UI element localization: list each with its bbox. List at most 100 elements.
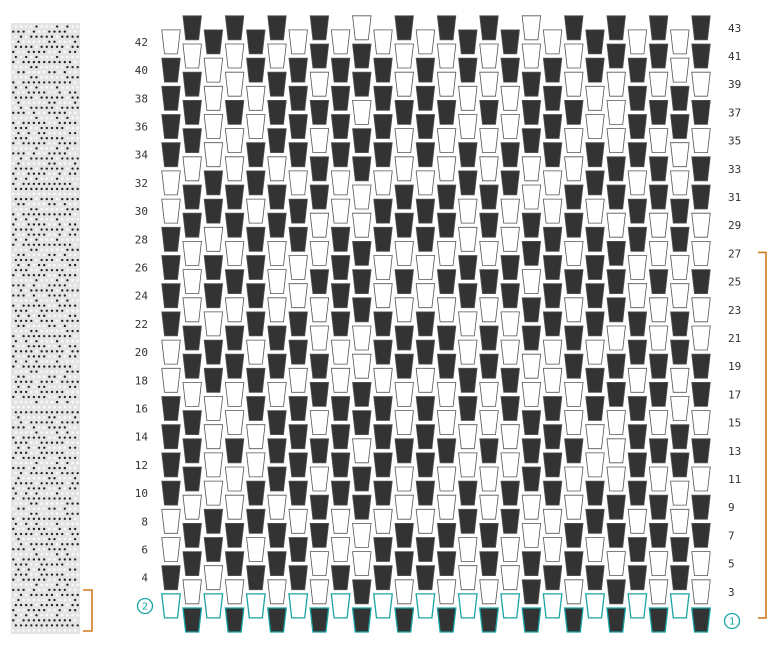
bead-row-36-col-25[interactable] xyxy=(670,114,690,139)
bead-row-11-col-14[interactable] xyxy=(436,466,457,492)
bead-row-19-col-4[interactable] xyxy=(224,353,245,379)
bead-row-13-col-12[interactable] xyxy=(394,438,414,464)
bead-row-40-col-19[interactable] xyxy=(542,57,563,83)
bead-row-24-col-25[interactable] xyxy=(670,283,690,309)
bead-row-37-col-12[interactable] xyxy=(394,100,414,125)
bead-row-3-col-8[interactable] xyxy=(309,579,330,605)
bead-row-3-col-16[interactable] xyxy=(479,579,499,605)
bead-row-41-col-8[interactable] xyxy=(309,43,330,69)
bead-row-38-col-17[interactable] xyxy=(500,85,520,111)
bead-row-13-col-14[interactable] xyxy=(436,438,457,464)
bead-row-26-col-23[interactable] xyxy=(627,255,648,280)
bead-row-17-col-16[interactable] xyxy=(479,381,499,407)
bead-row-42-col-17[interactable] xyxy=(500,29,520,55)
bead-row-21-col-24[interactable] xyxy=(648,325,669,351)
bead-row-39-col-4[interactable] xyxy=(224,71,245,97)
bead-row-18-col-19[interactable] xyxy=(542,367,563,393)
bead-row-6-col-5[interactable] xyxy=(246,537,266,562)
bead-row-7-col-16[interactable] xyxy=(479,523,499,548)
bead-row-37-col-26[interactable] xyxy=(691,100,711,125)
bead-row-7-col-24[interactable] xyxy=(648,523,669,548)
bead-row-43-col-18[interactable] xyxy=(521,15,542,41)
bead-row-13-col-6[interactable] xyxy=(267,438,287,464)
bead-row-36-col-5[interactable] xyxy=(246,114,266,139)
bead-row-14-col-25[interactable] xyxy=(670,424,690,450)
bead-row-14-col-19[interactable] xyxy=(542,424,563,450)
bead-row-12-col-9[interactable] xyxy=(330,452,351,478)
bead-row-10-col-11[interactable] xyxy=(373,480,393,506)
bead-row-5-col-20[interactable] xyxy=(564,551,584,576)
bead-row-34-col-7[interactable] xyxy=(288,142,308,168)
bead-row-37-col-14[interactable] xyxy=(436,100,457,125)
bead-row-7-col-4[interactable] xyxy=(224,523,245,548)
bead-row-26-col-19[interactable] xyxy=(542,255,563,280)
bead-row-40-col-3[interactable] xyxy=(203,57,224,83)
bead-row-17-col-18[interactable] xyxy=(521,381,542,407)
bead-row-10-col-19[interactable] xyxy=(542,480,563,506)
bead-row-8-col-21[interactable] xyxy=(585,508,605,534)
bead-row-23-col-8[interactable] xyxy=(309,297,330,323)
bead-row-24-col-19[interactable] xyxy=(542,283,563,309)
bead-row-19-col-16[interactable] xyxy=(479,353,499,379)
bead-row-33-col-6[interactable] xyxy=(267,156,287,182)
bead-row-3-col-14[interactable] xyxy=(436,579,457,605)
bead-row-20-col-9[interactable] xyxy=(330,339,351,365)
bead-row-20-col-1[interactable] xyxy=(161,339,181,365)
bead-row-38-col-3[interactable] xyxy=(203,85,224,111)
bead-row-41-col-26[interactable] xyxy=(691,43,711,69)
bead-row-1-col-18[interactable] xyxy=(521,607,542,633)
bead-row-43-col-10[interactable] xyxy=(352,15,372,41)
bead-row-31-col-6[interactable] xyxy=(267,184,287,210)
bead-row-25-col-18[interactable] xyxy=(521,269,542,295)
bead-row-6-col-7[interactable] xyxy=(288,537,308,562)
bead-row-32-col-19[interactable] xyxy=(542,170,563,196)
bead-row-17-col-26[interactable] xyxy=(691,381,711,407)
bead-row-15-col-14[interactable] xyxy=(436,410,457,436)
bead-row-7-col-10[interactable] xyxy=(352,523,372,548)
bead-row-18-col-25[interactable] xyxy=(670,367,690,393)
bead-row-11-col-26[interactable] xyxy=(691,466,711,492)
bead-row-41-col-18[interactable] xyxy=(521,43,542,69)
bead-row-21-col-4[interactable] xyxy=(224,325,245,351)
bead-row-17-col-14[interactable] xyxy=(436,381,457,407)
bead-row-17-col-4[interactable] xyxy=(224,381,245,407)
bead-row-4-col-3[interactable] xyxy=(203,565,224,591)
bead-row-19-col-8[interactable] xyxy=(309,353,330,379)
bead-row-16-col-1[interactable] xyxy=(161,396,181,421)
bead-row-19-col-22[interactable] xyxy=(606,353,626,379)
bead-row-22-col-23[interactable] xyxy=(627,311,648,337)
bead-row-42-col-9[interactable] xyxy=(330,29,351,55)
bead-row-4-col-17[interactable] xyxy=(500,565,520,591)
bead-row-9-col-12[interactable] xyxy=(394,494,414,520)
bead-row-15-col-22[interactable] xyxy=(606,410,626,436)
bead-row-8-col-23[interactable] xyxy=(627,508,648,534)
bead-row-16-col-17[interactable] xyxy=(500,396,520,421)
bead-row-37-col-10[interactable] xyxy=(352,100,372,125)
bead-row-35-col-14[interactable] xyxy=(436,128,457,154)
bead-row-23-col-24[interactable] xyxy=(648,297,669,323)
bead-row-12-col-5[interactable] xyxy=(246,452,266,478)
bead-row-12-col-21[interactable] xyxy=(585,452,605,478)
bead-row-16-col-3[interactable] xyxy=(203,396,224,421)
bead-row-12-col-15[interactable] xyxy=(458,452,478,478)
bead-row-9-col-26[interactable] xyxy=(691,494,711,520)
bead-row-34-col-15[interactable] xyxy=(458,142,478,168)
bead-row-26-col-7[interactable] xyxy=(288,255,308,280)
bead-row-5-col-14[interactable] xyxy=(436,551,457,576)
bead-row-33-col-14[interactable] xyxy=(436,156,457,182)
bead-row-14-col-15[interactable] xyxy=(458,424,478,450)
bead-row-38-col-19[interactable] xyxy=(542,85,563,111)
bead-row-23-col-12[interactable] xyxy=(394,297,414,323)
bead-row-18-col-9[interactable] xyxy=(330,367,351,393)
bead-row-15-col-10[interactable] xyxy=(352,410,372,436)
bead-row-37-col-6[interactable] xyxy=(267,100,287,125)
bead-row-18-col-23[interactable] xyxy=(627,367,648,393)
bead-row-11-col-20[interactable] xyxy=(564,466,584,492)
bead-row-6-col-23[interactable] xyxy=(627,537,648,562)
bead-row-41-col-4[interactable] xyxy=(224,43,245,69)
bead-row-8-col-5[interactable] xyxy=(246,508,266,534)
bead-row-39-col-12[interactable] xyxy=(394,71,414,97)
bead-row-25-col-8[interactable] xyxy=(309,269,330,295)
bead-row-8-col-11[interactable] xyxy=(373,508,393,534)
